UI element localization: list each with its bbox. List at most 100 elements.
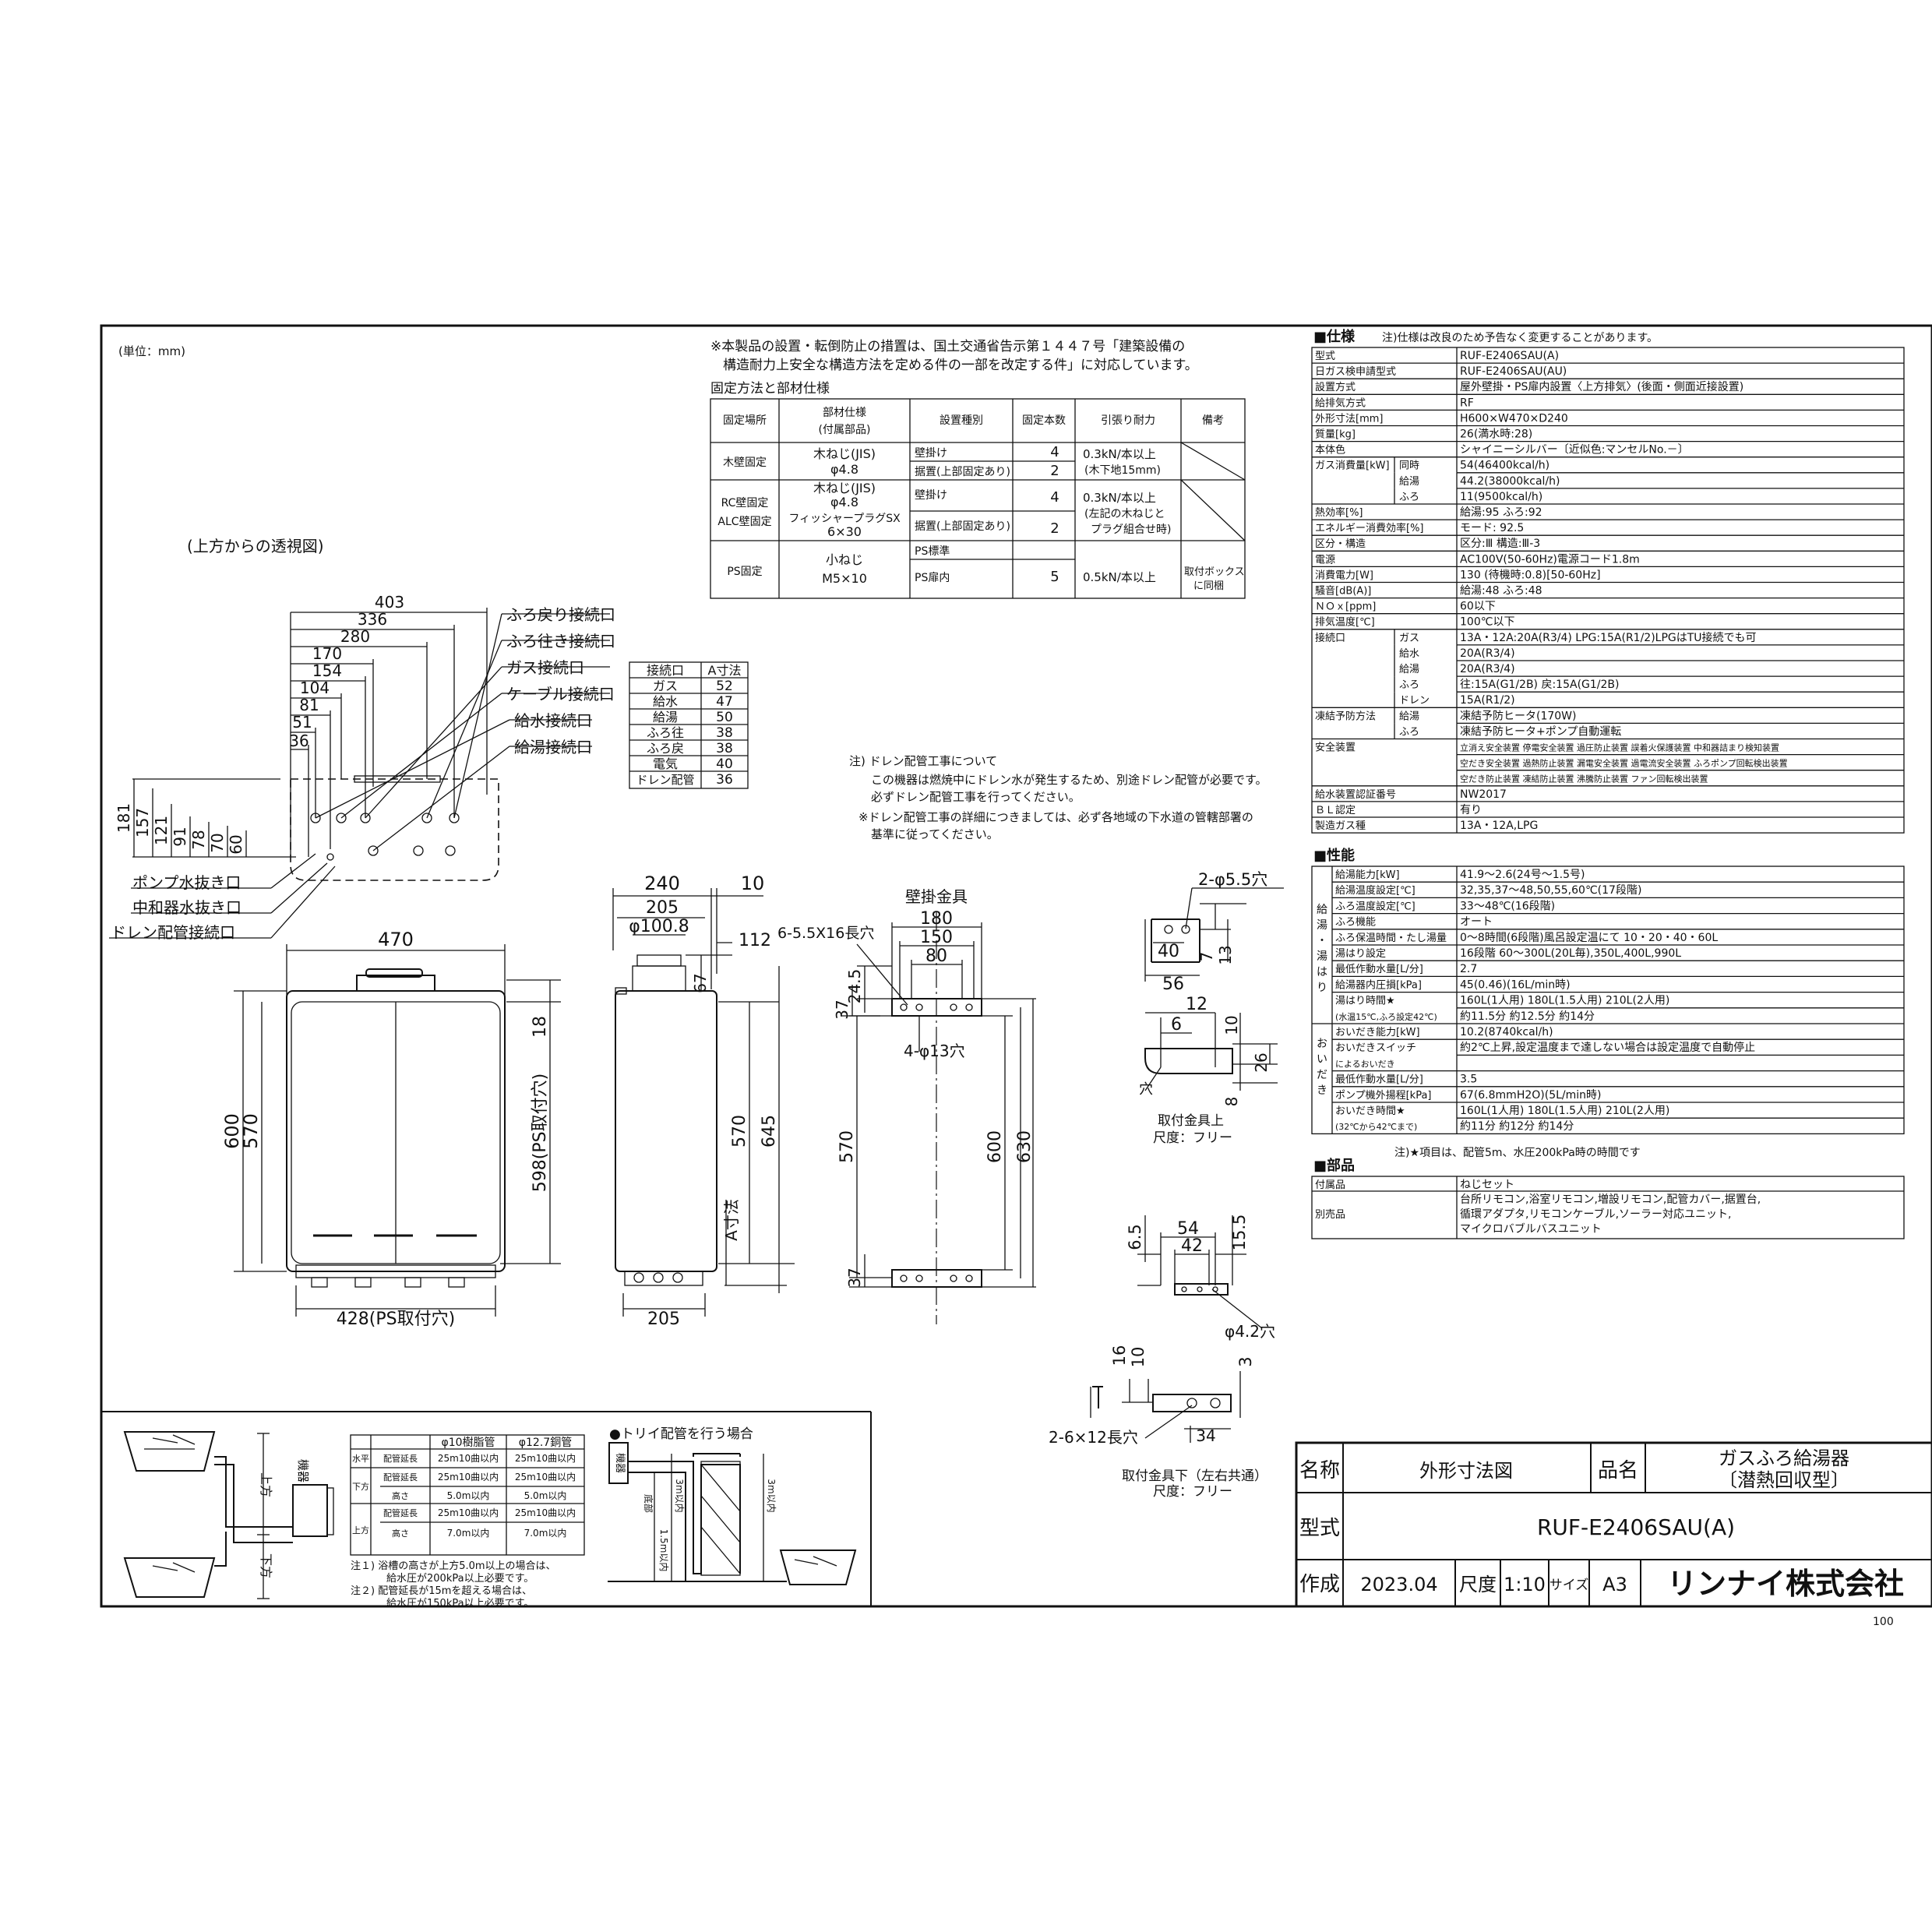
fix-h-note: 備考 — [1202, 414, 1224, 427]
uf-d10: 10 — [1222, 1015, 1241, 1035]
dim-336: 336 — [358, 610, 387, 629]
label-water-in: 給水接続口 — [514, 711, 592, 730]
pt-r3-c: 25m10曲以内 — [438, 1507, 499, 1518]
bracket-v3: 37 — [845, 1267, 864, 1287]
perf-label: 湯はり設定 — [1335, 947, 1386, 960]
fix-r1-count2: 2 — [1050, 463, 1059, 479]
spec-label: 電源 — [1315, 554, 1335, 566]
uf-d13: 13 — [1216, 945, 1235, 964]
bracket-v2: 37 — [833, 999, 851, 1019]
label-pump-drain: ポンプ水抜き口 — [132, 873, 241, 892]
spec-value: AC100V(50-60Hz)電源コード1.8m — [1460, 553, 1640, 566]
spec-label: 製造ガス種 — [1315, 820, 1366, 832]
a-r3-val: 38 — [716, 725, 733, 741]
fix-h-force: 引張り耐力 — [1101, 414, 1155, 427]
dim-280: 280 — [340, 627, 370, 646]
fix-r2-force2: (左記の木ねじと — [1084, 507, 1165, 520]
spec-note: 注)仕様は改良のため予告なく変更することがあります。 — [1382, 331, 1658, 344]
spec-value: 凍結予防ヒータ(170W) — [1460, 710, 1577, 722]
perf-value: 160L(1人用) 180L(1.5人用) 210L(2人用) — [1460, 995, 1669, 1007]
perf-value: 0～8時間(6段階)風呂設定温にて 10・20・40・60L — [1460, 932, 1718, 944]
spec-value: モード: 92.5 — [1460, 522, 1524, 534]
spec-label: ガス消費量[kW] — [1315, 460, 1390, 472]
label-neutralizer-drain: 中和器水抜き口 — [132, 898, 242, 917]
a-r4-val: 38 — [716, 741, 733, 756]
bracket-w2: 150 — [920, 928, 953, 947]
tb-scale: 1:10 — [1504, 1574, 1546, 1595]
fix-r2-count2: 2 — [1050, 520, 1059, 537]
fix-r3-count: 5 — [1050, 569, 1059, 585]
pt-r4-c: 7.0m以内 — [447, 1528, 490, 1539]
pt-r3-b: 配管延長 — [383, 1507, 418, 1518]
perf-value: 45(0.46)(16L/min時) — [1460, 978, 1571, 991]
tb-page: 100 — [1873, 1616, 1894, 1628]
dim-91: 91 — [171, 827, 189, 846]
torii-tub — [779, 1549, 857, 1585]
a-r2-port: 給湯 — [653, 710, 678, 724]
spec-value: 100℃以下 — [1460, 616, 1514, 629]
pt-r2-d: 5.0m以内 — [524, 1490, 567, 1501]
mf-d42: 42 — [1181, 1236, 1203, 1256]
spec-sublabel: 給湯 — [1399, 476, 1419, 488]
pipe-hole — [326, 853, 334, 861]
a-r4-port: ふろ戻 — [647, 741, 684, 756]
a-r0-val: 52 — [716, 679, 733, 694]
tb-scale-label: 尺度 — [1459, 1574, 1497, 1595]
tb-name-label: 名称 — [1299, 1459, 1340, 1482]
tb-company: リンナイ株式会社 — [1667, 1567, 1904, 1601]
spec-label: 本体色 — [1315, 444, 1345, 457]
drain-note-l1: この機器は燃焼中にドレン水が発生するため、別途ドレン配管が必要です。 — [871, 773, 1267, 787]
fix-r3-kind2: PS扉内 — [915, 572, 950, 584]
label-gas: ガス接続口 — [506, 658, 584, 677]
parts-label: 付属品 — [1315, 1179, 1345, 1191]
spec-label: 質量[kg] — [1315, 429, 1356, 441]
pt-r0-c: 25m10曲以内 — [438, 1453, 499, 1464]
fix-r2-count1: 4 — [1050, 489, 1059, 506]
dim-403: 403 — [375, 593, 404, 612]
fix-r1-force2: (木下地15mm) — [1084, 464, 1161, 477]
lower-fitting: 16 10 3 34 2-6×12長穴 取付金具下（左右共通） 尺度：フリー — [1049, 1345, 1267, 1500]
lf-d34: 34 — [1196, 1426, 1215, 1445]
uf-d8: 8 — [1222, 1097, 1241, 1107]
spec-label: 熱効率[%] — [1315, 506, 1363, 519]
dim-181: 181 — [115, 803, 133, 833]
parts-value: マイクロバブルバスユニット — [1460, 1222, 1602, 1236]
spec-value: NW2017 — [1460, 788, 1507, 801]
perf-group-char: 湯 — [1317, 918, 1327, 932]
lf-d3: 3 — [1236, 1356, 1255, 1366]
bracket-h3: 630 — [1015, 1130, 1035, 1163]
spec-label: ＮＯｘ[ppm] — [1315, 601, 1376, 613]
dim-121: 121 — [152, 816, 171, 845]
tb-name: 外形寸法図 — [1419, 1460, 1513, 1482]
spec-sublabel: 給水 — [1399, 648, 1419, 660]
perf-group-char: 湯 — [1317, 950, 1327, 963]
spec-value: RUF-E2406SAU(AU) — [1460, 365, 1567, 378]
dim-70: 70 — [208, 833, 227, 852]
fix-r2-force1: 0.3kN/本以上 — [1083, 491, 1156, 505]
perf-label: ポンプ機外揚程[kPa] — [1335, 1089, 1432, 1102]
mf-d65: 6.5 — [1126, 1224, 1144, 1250]
fix-r3-note1: 取付ボックス — [1184, 566, 1245, 578]
mid-fitting: 6.5 54 42 15.5 φ4.2穴 — [1126, 1215, 1275, 1341]
spec-label: 外形寸法[mm] — [1315, 413, 1383, 425]
torii-unit-label: 機器 — [614, 1453, 626, 1473]
pipe-hole — [445, 845, 456, 856]
uf-d12: 12 — [1186, 995, 1208, 1014]
spec-label: 設置方式 — [1315, 381, 1356, 393]
lf-title: 取付金具下（左右共通） — [1122, 1468, 1267, 1484]
spec-sublabel: ふろ — [1399, 726, 1419, 738]
perf-value: 3.5 — [1460, 1074, 1477, 1086]
bracket-v1: 24.5 — [845, 969, 864, 1004]
spec-value: 給湯:95 ふろ:92 — [1460, 506, 1542, 519]
bracket-h1: 570 — [837, 1130, 857, 1163]
torii-unit — [608, 1442, 629, 1484]
perf-label: 給湯温度設定[℃] — [1335, 884, 1416, 897]
spec-label: 型式 — [1315, 351, 1335, 362]
fix-r3-spec2: M5×10 — [822, 571, 867, 586]
sheet-frame — [100, 324, 1932, 1608]
label-furo-go: ふろ往き接続口 — [506, 632, 615, 650]
fix-r2-spec4: 6×30 — [827, 524, 862, 539]
perf-label: ふろ温度設定[℃] — [1335, 900, 1416, 912]
bath-unit: 機器 — [296, 1459, 310, 1482]
